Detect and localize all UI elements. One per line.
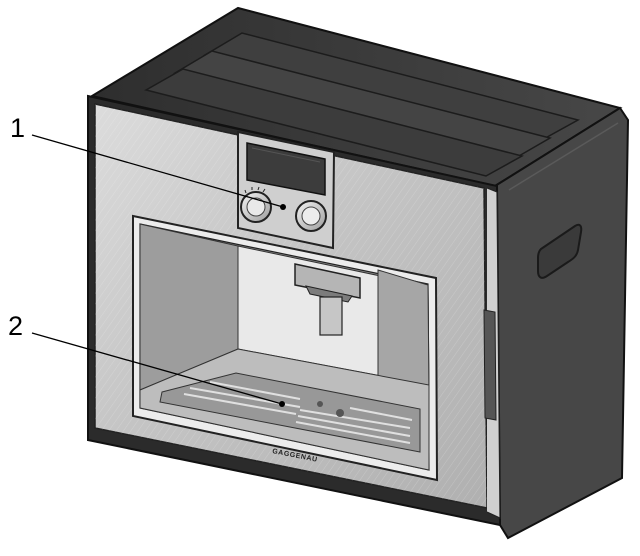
callout-number-1: 1	[10, 113, 26, 143]
leader-line-1	[31, 134, 284, 208]
callout-leaders	[31, 134, 286, 407]
display-window	[246, 142, 326, 196]
housing-side	[493, 106, 630, 540]
housing-top	[89, 6, 623, 188]
drip-tray	[139, 348, 430, 471]
leader-line-2	[31, 332, 283, 405]
control-panel	[237, 130, 336, 250]
coffee-outlet	[294, 263, 361, 299]
left-rotary-knob-icon[interactable]	[240, 186, 272, 223]
side-handle-recess	[537, 223, 583, 279]
right-rotary-knob-icon[interactable]	[295, 200, 327, 232]
callout-number-2: 2	[8, 311, 24, 341]
